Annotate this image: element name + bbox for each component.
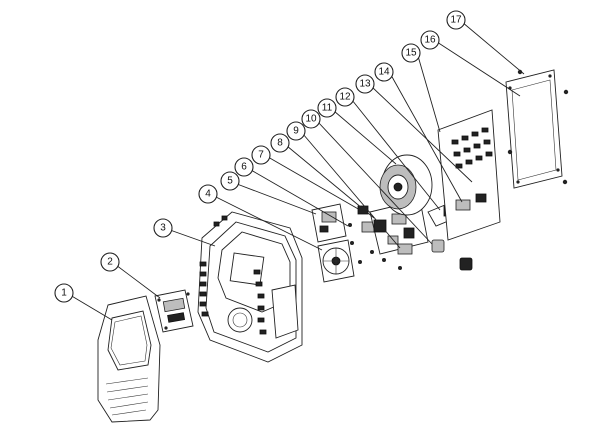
part-17-screws xyxy=(507,69,569,185)
balloon-5: 5 xyxy=(220,171,240,191)
balloon-11: 11 xyxy=(317,98,337,118)
svg-text:6: 6 xyxy=(241,162,247,173)
balloon-1: 1 xyxy=(54,283,74,303)
svg-text:11: 11 xyxy=(322,103,333,114)
balloon-9: 9 xyxy=(286,121,306,141)
svg-text:16: 16 xyxy=(424,35,436,46)
balloon-7: 7 xyxy=(251,145,271,165)
svg-text:9: 9 xyxy=(293,126,299,137)
part-14-connector xyxy=(455,193,487,211)
svg-text:2: 2 xyxy=(107,257,113,268)
balloon-16: 16 xyxy=(420,30,440,50)
balloon-13: 13 xyxy=(355,74,375,94)
part-10-pcb-connector xyxy=(397,243,413,255)
part-15-back-panel xyxy=(437,109,501,241)
balloon-12: 12 xyxy=(335,87,355,107)
svg-text:17: 17 xyxy=(450,15,462,26)
svg-text:7: 7 xyxy=(258,150,264,161)
svg-text:14: 14 xyxy=(378,67,390,78)
part-2-mounting-plate xyxy=(154,289,194,333)
balloon-2: 2 xyxy=(100,252,120,272)
balloon-8: 8 xyxy=(270,133,290,153)
part-6-screws xyxy=(348,223,374,264)
svg-text:13: 13 xyxy=(359,79,371,90)
part-3-main-housing xyxy=(197,211,303,363)
balloon-17: 17 xyxy=(446,10,466,30)
balloon-14: 14 xyxy=(374,62,394,82)
svg-text:5: 5 xyxy=(227,176,233,187)
balloon-10: 10 xyxy=(301,109,321,129)
svg-text:4: 4 xyxy=(205,189,211,200)
part-16-rear-cover xyxy=(505,69,563,189)
svg-text:3: 3 xyxy=(160,223,166,234)
svg-text:12: 12 xyxy=(339,92,351,103)
svg-text:15: 15 xyxy=(405,48,417,59)
svg-text:8: 8 xyxy=(277,138,283,149)
balloon-6: 6 xyxy=(234,157,254,177)
svg-text:1: 1 xyxy=(61,288,67,299)
part-1-front-bezel xyxy=(97,295,161,423)
balloon-15: 15 xyxy=(401,43,421,63)
part-11-transformer xyxy=(379,154,433,216)
svg-text:10: 10 xyxy=(305,114,317,125)
balloon-3: 3 xyxy=(153,218,173,238)
part-5-control-board xyxy=(311,203,347,243)
part-9-knob xyxy=(431,239,473,271)
part-4-fan xyxy=(317,239,355,283)
leader-lines xyxy=(69,21,525,321)
balloon-4: 4 xyxy=(198,184,218,204)
